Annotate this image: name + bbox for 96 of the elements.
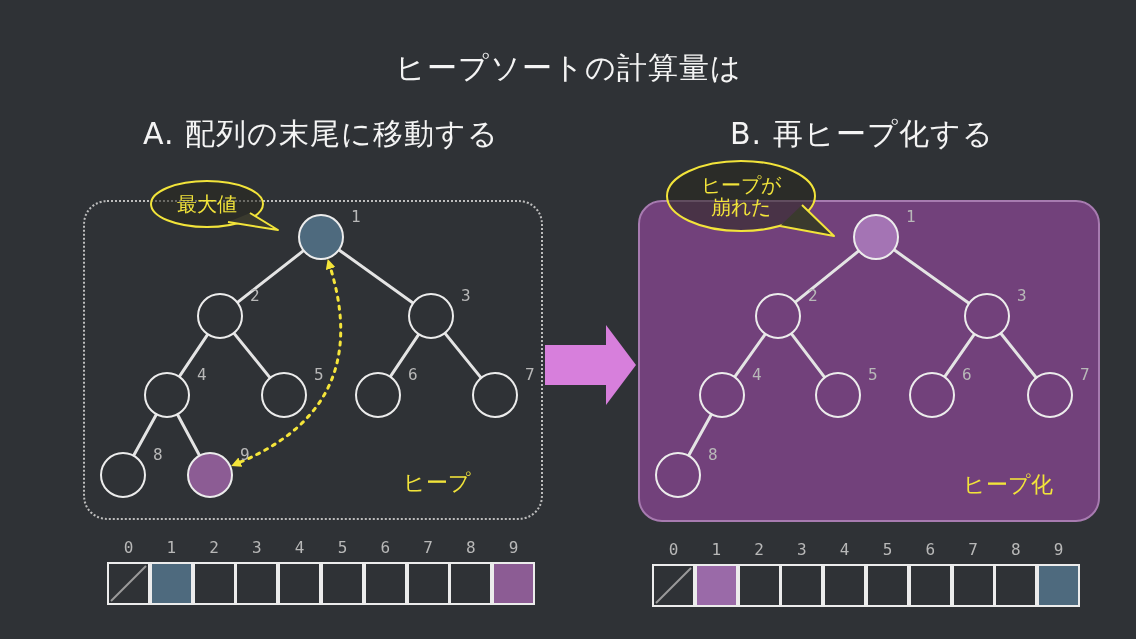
array-cell [107, 562, 150, 605]
array-cell [278, 562, 322, 605]
index-number: 7 [422, 538, 434, 557]
array-cell [492, 562, 536, 605]
index-number: 5 [336, 538, 349, 557]
array-cell [866, 564, 909, 607]
node-number: 9 [240, 445, 250, 464]
connector-line [236, 249, 305, 304]
array-cell [1037, 564, 1081, 607]
node-number: 3 [461, 286, 471, 305]
tree-node-circle [144, 372, 190, 418]
node-number: 4 [752, 365, 762, 384]
node-number: 5 [868, 365, 878, 384]
array-cell [694, 564, 738, 607]
node-number: 8 [153, 445, 163, 464]
tree-node-circle [100, 452, 146, 498]
tree-node-circle [853, 214, 899, 260]
tree-node-circle [472, 372, 518, 418]
node-number: 7 [1080, 365, 1090, 384]
node-number: 5 [314, 365, 324, 384]
array-cell [994, 564, 1038, 607]
index-number: 3 [251, 538, 263, 557]
array-cell [235, 562, 279, 605]
dotted-double-arrow [231, 258, 343, 467]
node-number: 3 [1017, 286, 1027, 305]
node-number: 8 [708, 445, 718, 464]
array-cell [321, 562, 364, 605]
array-cell [363, 562, 407, 605]
node-number: 1 [906, 207, 916, 226]
tree-node-circle [964, 293, 1010, 339]
index-number: 7 [967, 540, 979, 559]
index-number: 8 [1010, 540, 1022, 559]
tree-node-circle [197, 293, 243, 339]
tree-node-circle [408, 293, 454, 339]
connector-line [733, 333, 767, 378]
array-cell [149, 562, 193, 605]
tree-node-circle [261, 372, 307, 418]
node-number: 7 [525, 365, 535, 384]
connector-line [790, 332, 826, 379]
index-number: 1 [165, 538, 178, 557]
array-cell [908, 564, 952, 607]
array-cell [737, 564, 781, 607]
connector-line [943, 333, 976, 378]
index-number: 2 [753, 540, 765, 559]
index-number: 3 [796, 540, 808, 559]
connector-line [132, 413, 158, 457]
node-number: 2 [808, 286, 818, 305]
node-number: 1 [351, 207, 361, 226]
node-number: 6 [408, 365, 418, 384]
connector-line [444, 332, 482, 379]
tree-node-circle [755, 293, 801, 339]
array-cell [780, 564, 824, 607]
connector-line [999, 332, 1038, 379]
connector-line [794, 249, 860, 304]
connector-line [338, 248, 414, 305]
index-number: 8 [465, 538, 477, 557]
index-number: 0 [122, 538, 135, 557]
connector-line [178, 333, 209, 378]
index-number: 9 [1052, 540, 1065, 559]
array-cell [823, 564, 867, 607]
index-number: 6 [379, 538, 392, 557]
index-number: 1 [710, 540, 723, 559]
tree-node-circle [909, 372, 955, 418]
region-label: ヒープ [403, 469, 471, 497]
node-number: 6 [962, 365, 972, 384]
index-number: 6 [924, 540, 937, 559]
tree-node-circle [815, 372, 861, 418]
index-number: 2 [208, 538, 220, 557]
tree-node-circle [187, 452, 233, 498]
array-cell [951, 564, 995, 607]
index-number: 0 [667, 540, 680, 559]
connector-line [233, 332, 271, 379]
index-number: 9 [507, 538, 520, 557]
tree-node-circle [699, 372, 745, 418]
connector-line [687, 413, 713, 457]
array-cell [192, 562, 236, 605]
section-heading: A. 配列の末尾に移動する [143, 115, 500, 153]
tree-node-circle [655, 452, 701, 498]
array-cell [406, 562, 450, 605]
title: ヒープソートの計算量は [393, 49, 743, 87]
node-number: 2 [250, 286, 260, 305]
index-number: 4 [293, 538, 306, 557]
index-number: 5 [881, 540, 894, 559]
node-number: 4 [197, 365, 207, 384]
region-label: ヒープ化 [963, 471, 1053, 499]
tree-node-circle [298, 214, 344, 260]
block-arrow [545, 325, 636, 405]
section-heading: B. 再ヒープ化する [730, 115, 994, 153]
connector-line [176, 413, 201, 457]
index-number: 4 [838, 540, 851, 559]
connector-line [893, 248, 970, 305]
connector-line [389, 333, 420, 378]
array-cell [449, 562, 493, 605]
array-cell [652, 564, 695, 607]
tree-node-circle [355, 372, 401, 418]
tree-node-circle [1027, 372, 1073, 418]
